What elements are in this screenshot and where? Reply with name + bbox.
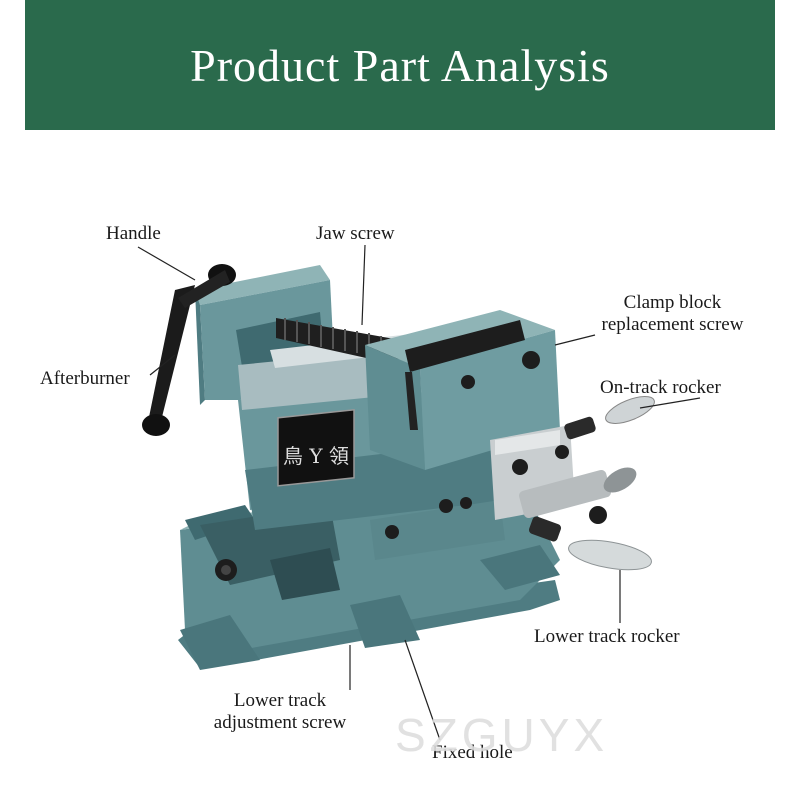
label-handle: Handle	[106, 223, 161, 244]
label-fixed-hole: Fixed hole	[432, 742, 513, 763]
label-lower-track-line1: Lower track	[233, 690, 327, 711]
watermark: SZGUYX	[395, 709, 609, 761]
label-jaw-screw: Jaw screw	[316, 223, 395, 244]
page-title: Product Part Analysis	[190, 39, 610, 91]
nameplate-text: 鳥 Y 領	[283, 444, 349, 468]
label-clamp-block-line1: Clamp block	[623, 292, 722, 313]
header-banner: Product Part Analysis	[25, 0, 775, 130]
label-clamp-block: Clamp block replacement screw	[570, 292, 775, 336]
handle	[142, 264, 236, 436]
label-lower-track-line2: adjustment screw	[213, 712, 347, 733]
label-lower-track-adjustment: Lower track adjustment screw	[185, 690, 375, 734]
leader-lines	[137, 244, 701, 741]
nameplate: 鳥 Y 領	[277, 408, 355, 487]
label-on-track-rocker: On-track rocker	[600, 377, 721, 398]
label-lower-track-rocker: Lower track rocker	[534, 626, 680, 647]
label-afterburner: Afterburner	[40, 368, 130, 389]
label-clamp-block-line2: replacement screw	[601, 314, 744, 335]
rocker-assembly	[490, 396, 655, 571]
